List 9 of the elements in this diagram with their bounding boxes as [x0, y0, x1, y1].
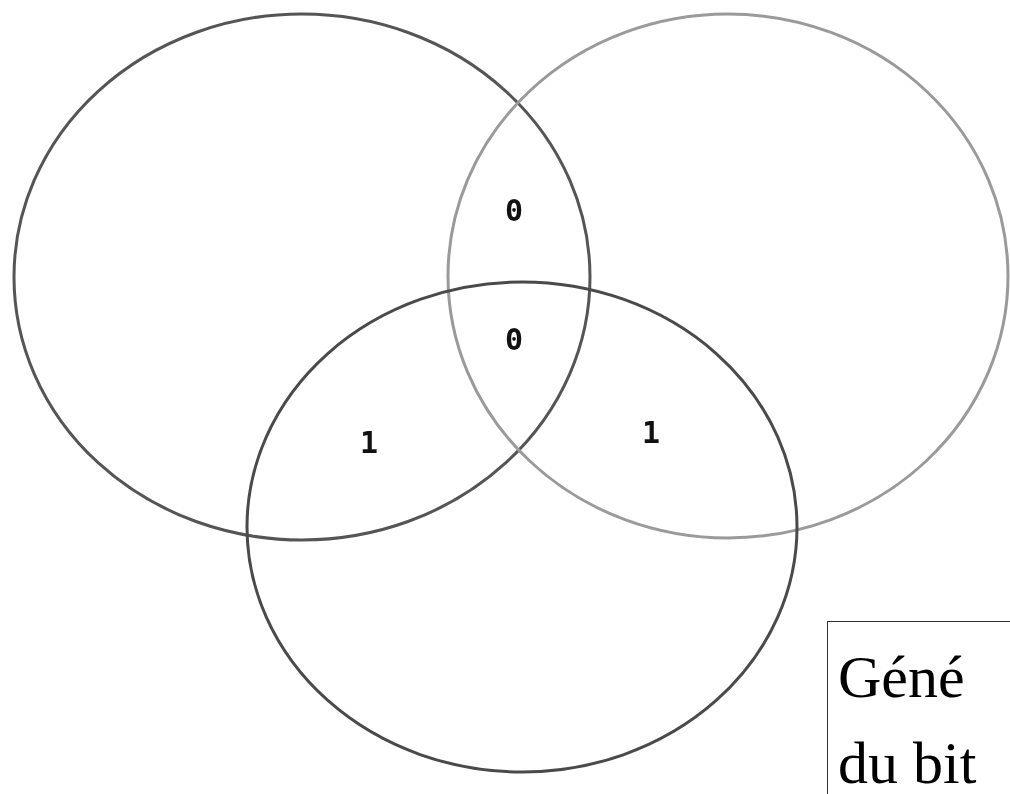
venn-circle [12, 12, 592, 542]
box-text: Géné du bit [838, 643, 978, 794]
region-value: 1 [642, 415, 661, 450]
venn-circle [446, 12, 1010, 540]
text-box [827, 621, 1010, 794]
region-value: 0 [505, 322, 524, 357]
region-value: 0 [505, 193, 524, 228]
region-value: 1 [360, 425, 379, 460]
venn-circle [245, 280, 799, 774]
